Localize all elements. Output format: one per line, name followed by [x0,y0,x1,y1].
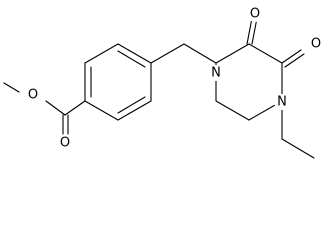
bond-benzene-6-1 [84,100,119,121]
atom-mask-piperazine-n4 [274,94,290,110]
atom-label-ester-o-carbonyl: O [60,136,70,151]
atom-label-piperazine-n1: N [211,66,221,81]
bond-benzene-5-6-inner [117,96,146,114]
atom-label-ester-o-methyl: O [28,88,38,103]
atom-mask-oxo-o2 [247,6,263,22]
bond-ethyl-ch2-ch3 [281,138,315,159]
bond-c5-c6 [215,100,250,121]
bond-c3-o-a [281,49,302,64]
atom-mask-ester-o-carbonyl [57,135,73,151]
atom-mask-piperazine-n1 [208,65,224,81]
bond-c2-o-a [246,17,253,45]
bond-benzene-3-4 [117,43,152,64]
bond-c3-o-b [284,53,305,68]
bond-n1-c2 [215,43,250,64]
bond-ch2-n1 [183,43,217,64]
atom-mask-ester-o-methyl [25,87,41,103]
bond-c2-o-b [251,17,258,45]
atom-label-oxo-o2: O [250,7,260,22]
bond-benzene-5-6 [117,100,152,121]
atom-mask-oxo-o3 [308,36,324,52]
bond-benzene-2-3 [84,43,119,64]
bond-o-carbonyl-c [45,100,66,116]
bond-benzene-3-4-inner [117,50,146,68]
molecule-structure: O O N N O O [3,6,324,159]
atom-label-piperazine-n4: N [277,95,287,110]
atom-label-oxo-o3: O [311,37,321,52]
bond-ring-ch2 [150,43,185,64]
bond-carbonyl-c-ring [64,100,86,116]
bond-c2-c3 [248,43,283,64]
bond-methyl-o [3,82,20,93]
